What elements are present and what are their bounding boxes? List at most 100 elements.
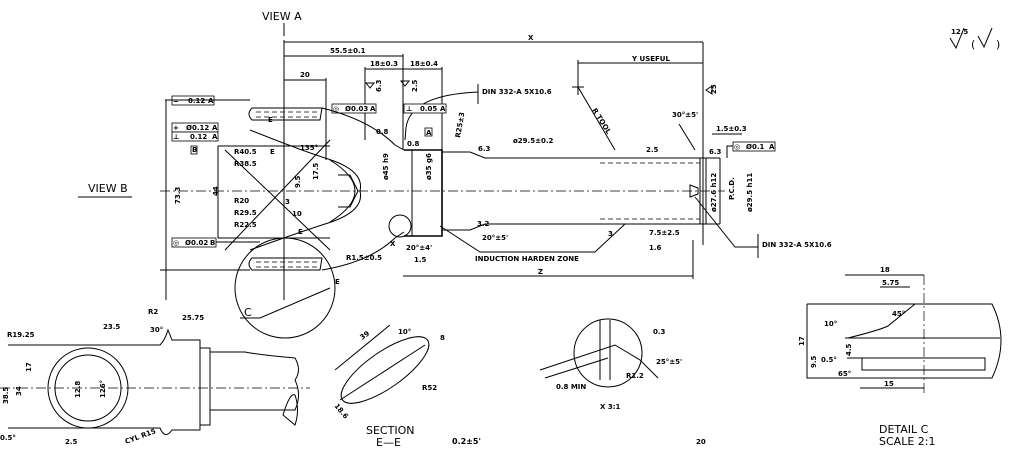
dimension-label: 17 — [25, 362, 33, 372]
drawing-line — [364, 82, 376, 89]
dimension-label: 126° — [99, 380, 107, 398]
dimension-label: 25.75 — [182, 314, 204, 322]
dimension-label: 44 — [212, 186, 220, 196]
dimension-label: 20 — [300, 71, 310, 79]
dimension-label: 2.5 — [411, 79, 419, 92]
detail-c-scale: SCALE 2:1 — [879, 435, 935, 448]
dimension-label: P.C.D. — [728, 177, 736, 200]
dimension-label: 1.6 — [649, 244, 662, 252]
dimension-label: 4.5 — [845, 343, 853, 356]
dimension-label: 9.5 — [810, 355, 818, 368]
dimension-label: Ø0.1 — [746, 143, 764, 151]
dimension-label: E — [335, 278, 340, 286]
dimension-label: 1.5 — [414, 256, 427, 264]
drawing-line — [249, 129, 362, 251]
dimension-label: 23.5 — [103, 323, 120, 331]
drawing-line — [334, 324, 426, 401]
drawing-line — [424, 127, 433, 137]
dimension-label: Ø0.12 — [186, 124, 209, 132]
concentricity-icon: ◎ — [734, 143, 740, 151]
dimension-label: ø27.6 h12 — [710, 173, 718, 212]
section-title: SECTION — [366, 424, 414, 437]
dimension-label: R38.5 — [234, 160, 257, 168]
dimension-label: 0.8 — [407, 140, 420, 148]
drawing-line — [282, 394, 298, 426]
drawing-line — [284, 54, 404, 150]
dimension-label: 2.5 — [65, 438, 78, 446]
dimension-label: E — [270, 148, 275, 156]
dimension-label: 10° — [398, 328, 411, 336]
dimension-label: A — [440, 105, 446, 113]
dimension-label: 12.8 — [74, 381, 82, 398]
dimension-label: R20 — [234, 197, 249, 205]
dimension-label: R52 — [422, 384, 437, 392]
dimension-label: 10° — [824, 320, 837, 328]
dimension-label: 38.5 — [2, 387, 10, 404]
dimension-label: 0.8 MIN — [556, 383, 586, 391]
concentricity-icon: ◎ — [173, 239, 179, 247]
paren-close: ) — [996, 38, 1000, 51]
drawing-line — [949, 27, 965, 50]
dimension-label: 25°±5' — [656, 358, 682, 366]
drawing-line — [539, 320, 659, 380]
dimension-label: 0.8 — [376, 128, 389, 136]
drawing-line — [331, 103, 377, 114]
dimension-label: 45° — [892, 310, 905, 318]
dimension-label: R1.5±0.5 — [346, 254, 382, 262]
dimension-label: 30° — [150, 326, 163, 334]
dimension-label: R2 — [148, 308, 158, 316]
drawing-line — [224, 139, 331, 251]
drawing-line — [442, 151, 700, 231]
section-name: E—E — [376, 436, 401, 449]
dimension-label: ø29.5±0.2 — [513, 137, 553, 145]
dimension-label: 7.5±2.5 — [649, 229, 680, 237]
drawing-line — [439, 223, 626, 253]
dimension-label: R22.5 — [234, 221, 257, 229]
dimension-label: Ø0.02 — [185, 239, 208, 247]
dimension-label: R TOOL — [590, 107, 612, 136]
dimension-label: 2.5 — [646, 146, 659, 154]
dimension-label: 18±0.4 — [410, 60, 438, 68]
dimension-label: 10 — [292, 210, 302, 218]
drawing-line — [256, 261, 318, 268]
perpendicularity-icon: ⊥ — [173, 133, 179, 141]
dimension-label: 20°±5' — [482, 234, 508, 242]
dimension-label: A — [370, 105, 376, 113]
dimension-label: X — [528, 34, 534, 42]
dimension-label: Y USEFUL — [631, 55, 670, 63]
detail-x: 0.3 R1.2 25°±5' 0.8 MIN X 3:1 20 — [539, 318, 706, 446]
drawing-line — [573, 318, 643, 388]
drawing-line — [678, 123, 696, 151]
yoke-view: C R40.5 R38.5 R20 R29.5 R22.5 E E E E 13… — [160, 99, 725, 339]
surface-finish-symbol: 12.5 ( ) — [949, 27, 1000, 51]
drawing-line — [404, 149, 443, 237]
detail-x-circle — [388, 214, 412, 238]
drawing-line — [403, 240, 694, 279]
concentricity-icon: ◎ — [333, 105, 339, 113]
dimension-label: 65° — [838, 370, 851, 378]
dimension-label: 25 — [710, 84, 718, 94]
detail-c-circle — [234, 237, 336, 339]
drawing-line — [54, 354, 122, 422]
drawing-line — [321, 107, 405, 271]
paren-open: ( — [971, 38, 975, 51]
detail-x-scale: X 3:1 — [600, 403, 621, 411]
drawing-line — [200, 347, 299, 426]
drawing-line — [726, 145, 733, 158]
dimension-label: 0.5° — [821, 356, 837, 364]
dimension-label: 0.12 — [190, 133, 207, 141]
drawing-line — [705, 85, 713, 95]
dimension-label: B — [210, 239, 215, 247]
drawing-line — [689, 184, 699, 198]
view-a-label: VIEW A — [262, 10, 302, 23]
dimension-label: B — [192, 146, 197, 154]
dimension-label: 135° — [300, 144, 318, 152]
position-icon: + — [173, 124, 179, 132]
dimension-label: 17.5 — [312, 163, 320, 180]
dimension-label: 18 — [880, 266, 890, 274]
dimension-label: 6.3 — [709, 148, 722, 156]
drawing-line — [338, 174, 359, 208]
dimension-label: 30°±5' — [672, 111, 698, 119]
dimension-label: 18±0.3 — [370, 60, 398, 68]
